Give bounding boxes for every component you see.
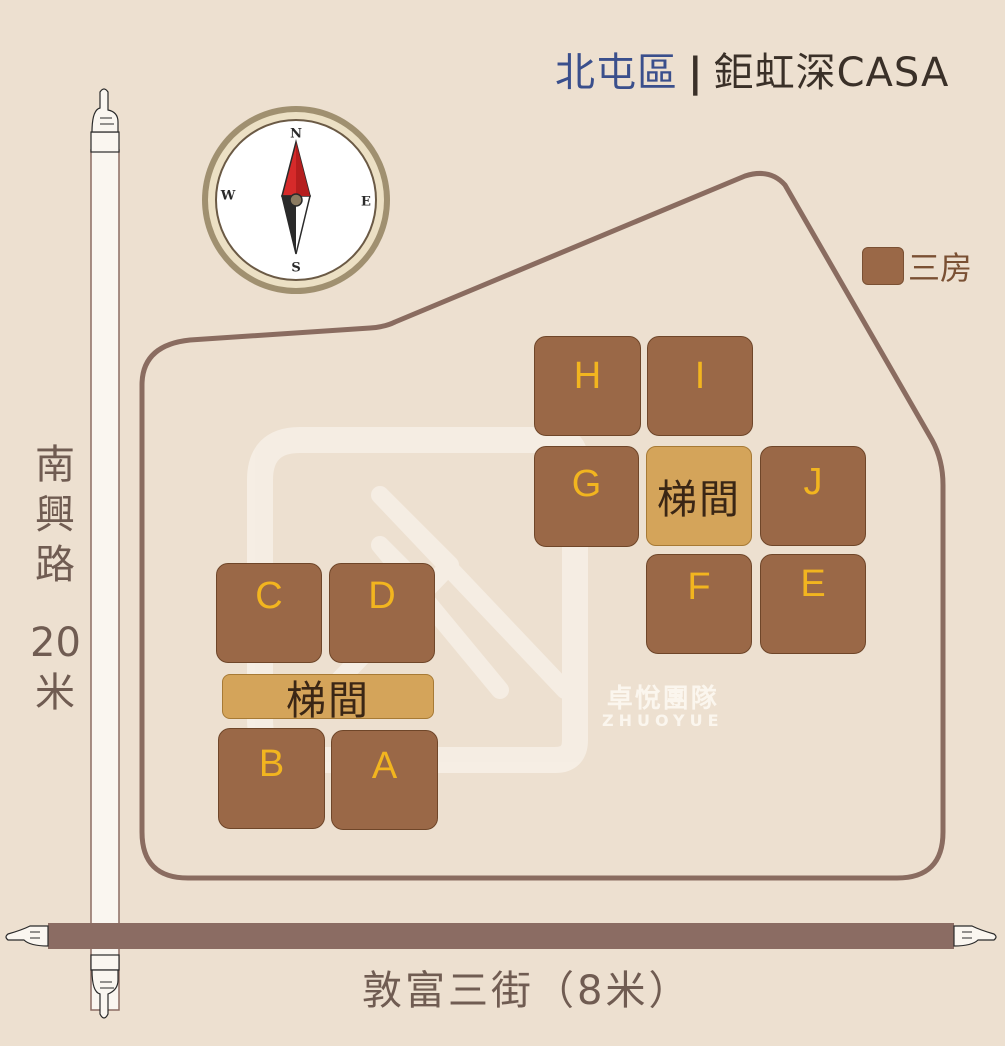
compass-south-label: S [291, 261, 300, 276]
unit-label: G [571, 463, 602, 505]
unit-A[interactable]: A [331, 730, 438, 830]
site-boundary [139, 171, 946, 881]
unit-G[interactable]: G [534, 446, 639, 547]
horizontal-road [5, 923, 997, 949]
unit-label: B [258, 743, 285, 785]
compass-west-label: W [220, 189, 236, 204]
compass-north-label: N [290, 127, 302, 142]
stairwell-label: 梯間 [286, 677, 370, 724]
vertical-road-label: 南 興 路 20 米 [30, 440, 81, 718]
unit-label: J [803, 460, 823, 503]
pointing-hand-right-icon [953, 925, 997, 947]
legend-swatch [862, 247, 904, 285]
unit-I[interactable]: I [647, 336, 753, 436]
brand-name-en: ZHUOYUE [602, 711, 724, 730]
unit-H[interactable]: H [534, 336, 641, 436]
title-separator: | [688, 50, 704, 96]
project-name: 鉅虹深CASA [713, 50, 950, 96]
unit-label: D [368, 574, 396, 617]
pointing-hand-down-icon [90, 954, 120, 1019]
unit-J[interactable]: J [760, 446, 866, 546]
unit-label: C [255, 574, 283, 617]
stairwell-label: 梯間 [657, 477, 741, 523]
road-width-unit: 米 [35, 670, 75, 716]
unit-F[interactable]: F [646, 554, 752, 654]
brand-name-cn: 卓悅團隊 [606, 684, 719, 714]
unit-E[interactable]: E [760, 554, 866, 654]
unit-label: H [573, 354, 602, 397]
compass-east-label: E [361, 195, 371, 210]
district-name: 北屯區 [555, 50, 678, 96]
legend: 三房 [862, 243, 972, 289]
page-title: 北屯區|鉅虹深CASA [555, 40, 949, 98]
compass-icon: N S E W [202, 106, 390, 294]
stairwell-left: 梯間 [222, 674, 434, 724]
unit-label: I [694, 354, 706, 397]
vertical-road [90, 88, 120, 1019]
unit-B[interactable]: B [218, 728, 325, 829]
road-name-char: 興 [35, 492, 75, 538]
brand-watermark: 卓悅團隊 ZHUOYUE [602, 678, 724, 730]
unit-D[interactable]: D [329, 563, 435, 663]
pointing-hand-up-icon [90, 88, 120, 153]
horizontal-road-label: 敦富三街（8米） [362, 968, 692, 1014]
road-name-char: 南 [35, 442, 75, 488]
pointing-hand-left-icon [5, 925, 49, 947]
unit-C[interactable]: C [216, 563, 322, 663]
unit-label: F [687, 565, 711, 608]
unit-label: A [371, 744, 398, 787]
road-name-char: 路 [35, 542, 75, 588]
road-width-number: 20 [30, 620, 81, 666]
stairwell-right: 梯間 [646, 446, 752, 546]
unit-label: E [800, 562, 826, 605]
legend-label: 三房 [908, 249, 973, 287]
